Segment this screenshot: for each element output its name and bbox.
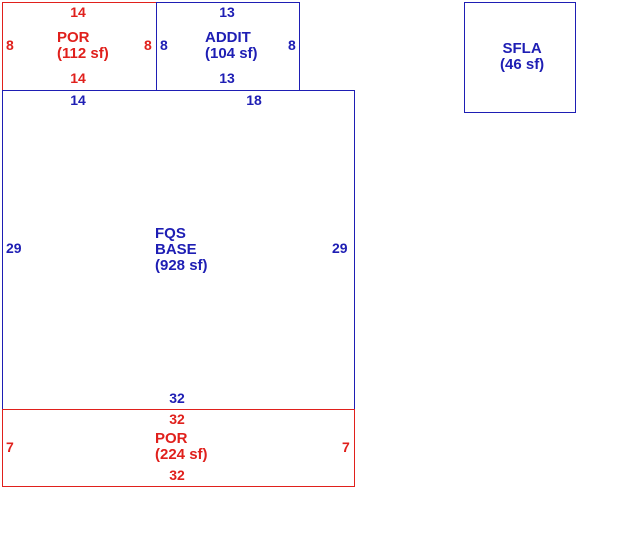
por-bottom-dim-left: 7 <box>6 439 14 455</box>
sfla-area <box>464 2 576 113</box>
por-bottom-label: POR (224 sf) <box>155 431 208 463</box>
base-dim-bottom: 32 <box>169 390 185 406</box>
por-top-label: POR (112 sf) <box>57 30 109 62</box>
addit-label: ADDIT (104 sf) <box>205 30 258 62</box>
por-top-dim-left: 8 <box>6 37 14 53</box>
por-bottom-dim-bottom: 32 <box>169 467 185 483</box>
base-dim-left: 29 <box>6 240 22 256</box>
base-dim-right: 29 <box>332 240 348 256</box>
sfla-name: SFLA <box>502 40 542 57</box>
por-bottom-name: POR <box>155 430 188 447</box>
base-dim-top-right: 18 <box>246 92 262 108</box>
por-bottom-area <box>2 409 355 487</box>
addit-dim-right: 8 <box>288 37 296 53</box>
por-top-dim-right: 8 <box>144 37 152 53</box>
addit-dim-bottom: 13 <box>219 70 235 86</box>
sfla-area-text: (46 sf) <box>500 56 545 73</box>
base-name-line2: BASE <box>155 241 197 258</box>
addit-area-text: (104 sf) <box>205 45 258 62</box>
por-top-dim-bottom: 14 <box>70 70 86 86</box>
por-bottom-area-text: (224 sf) <box>155 446 208 463</box>
addit-dim-left: 8 <box>160 37 168 53</box>
base-name-line1: FQS <box>155 225 186 242</box>
por-top-name: POR <box>57 29 90 46</box>
por-top-dim-top: 14 <box>70 4 86 20</box>
base-label: FQS BASE (928 sf) <box>155 226 208 274</box>
addit-name: ADDIT <box>205 29 251 46</box>
base-dim-top-left: 14 <box>70 92 86 108</box>
por-bottom-dim-top: 32 <box>169 411 185 427</box>
addit-dim-top: 13 <box>219 4 235 20</box>
sfla-label: SFLA (46 sf) <box>500 41 544 73</box>
por-top-area-text: (112 sf) <box>57 45 109 62</box>
base-area-text: (928 sf) <box>155 257 208 274</box>
por-bottom-dim-right: 7 <box>342 439 350 455</box>
